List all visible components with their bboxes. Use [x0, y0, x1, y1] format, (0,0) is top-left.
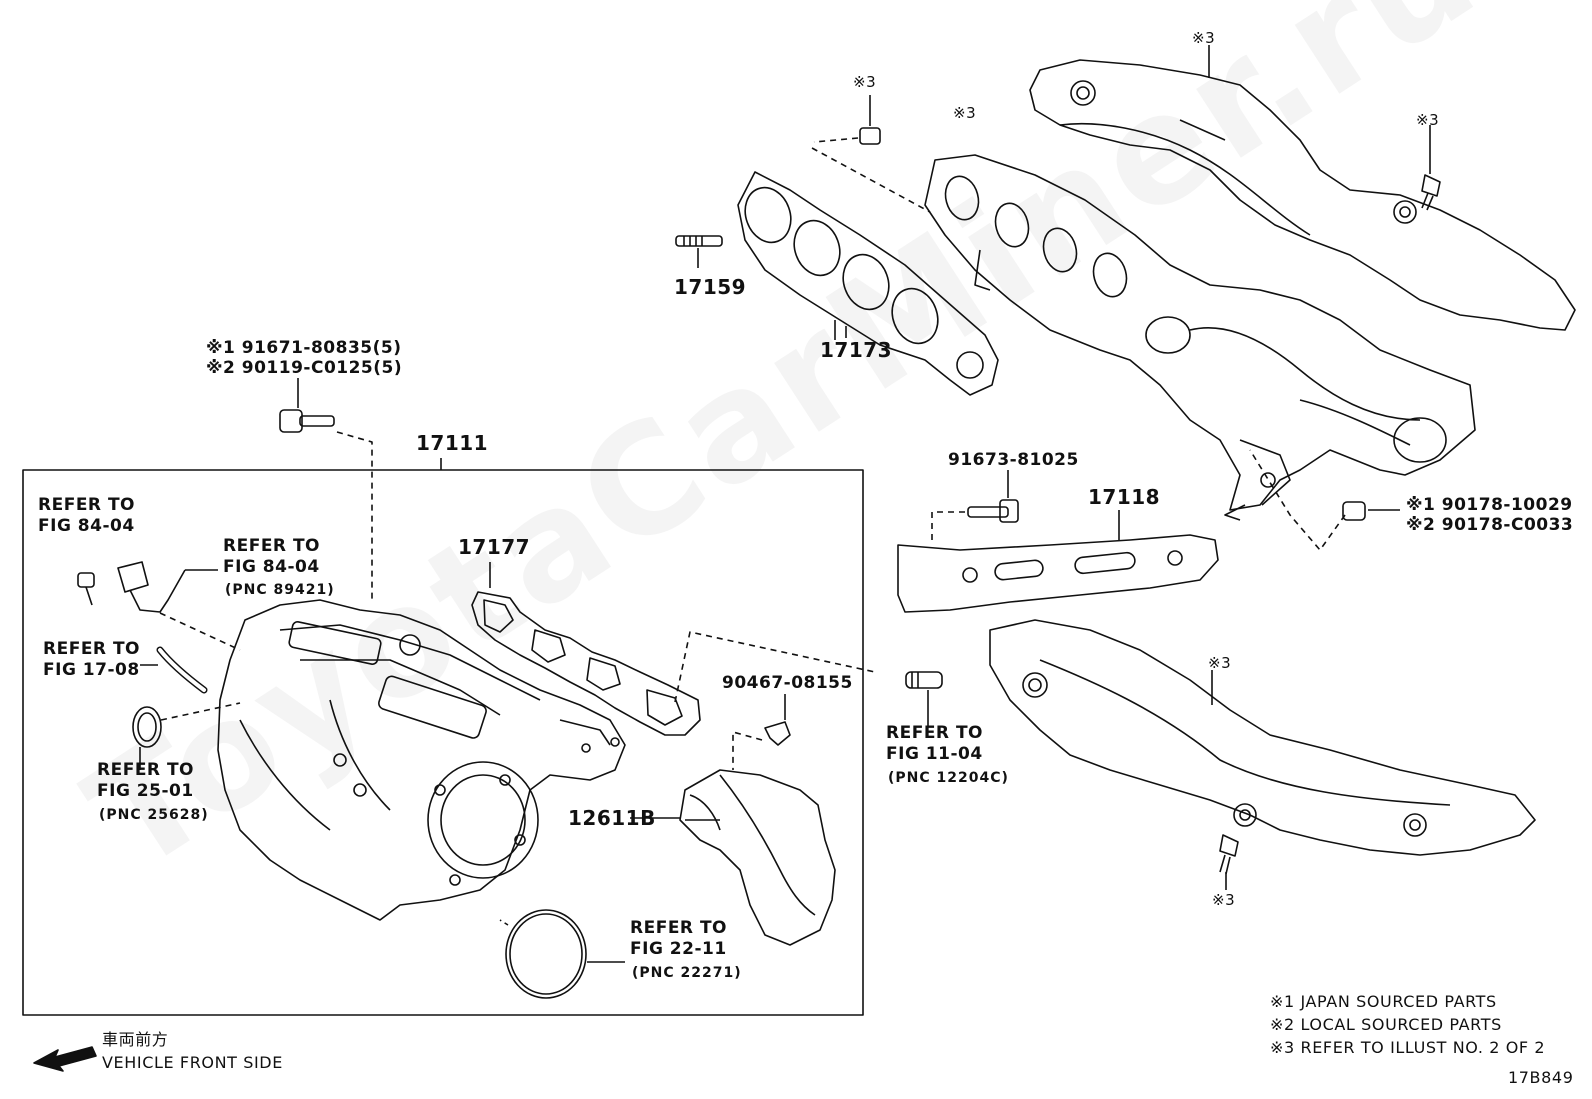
hose-left	[140, 646, 208, 694]
refer-84-04b-line2: FIG 84-04	[223, 557, 320, 577]
o-ring-bottom	[499, 909, 625, 999]
legend-note-japan: ※1 JAPAN SOURCED PARTS	[1270, 992, 1497, 1011]
mark-upper-shield: ※3	[1192, 29, 1216, 47]
intake-manifold	[217, 599, 626, 921]
clamp-left	[132, 702, 241, 770]
refer-84-04b-line1: REFER TO	[223, 536, 320, 556]
refer-84-04b-pnc: (PNC 89421)	[225, 582, 335, 598]
bolt-right	[1421, 125, 1441, 211]
part-number-91673: 91673-81025	[948, 450, 1079, 470]
assembly-frame	[22, 469, 864, 1016]
part-number-17173: 17173	[820, 338, 893, 362]
direction-label-jp: 車両前方	[102, 1030, 169, 1049]
legend-note-illust: ※3 REFER TO ILLUST NO. 2 OF 2	[1270, 1038, 1546, 1057]
refer-22-11-line1: REFER TO	[630, 918, 727, 938]
refer-25-01-pnc: (PNC 25628)	[99, 807, 209, 823]
nut-right	[1224, 449, 1400, 551]
mark-lower-shield: ※3	[1208, 654, 1232, 672]
refer-17-08-line2: FIG 17-08	[43, 660, 140, 680]
manifold-stay-17118	[897, 510, 1219, 613]
bolt-intake-manifold	[279, 378, 373, 600]
refer-11-04-line1: REFER TO	[886, 723, 983, 743]
refer-17-08-line1: REFER TO	[43, 639, 140, 659]
lower-heat-insulator	[989, 619, 1536, 856]
part-number-17111: 17111	[416, 431, 489, 455]
refer-11-04-line2: FIG 11-04	[886, 744, 983, 764]
part-number-90467: 90467-08155	[722, 673, 853, 693]
mark-bolt-right: ※3	[1416, 111, 1440, 129]
illustration-id: 17B849	[1508, 1068, 1574, 1087]
part-number-17159: 17159	[674, 275, 747, 299]
part-number-17118: 17118	[1088, 485, 1161, 509]
legend-note-local: ※2 LOCAL SOURCED PARTS	[1270, 1015, 1502, 1034]
mark-flange: ※3	[953, 104, 977, 122]
refer-84-04a-line1: REFER TO	[38, 495, 135, 515]
pcv-part	[905, 671, 943, 726]
nut-top	[811, 95, 931, 213]
manifold-gasket-17173	[737, 171, 999, 396]
leader-pcv	[674, 631, 876, 703]
refer-25-01-line2: FIG 25-01	[97, 781, 194, 801]
refer-84-04a-line2: FIG 84-04	[38, 516, 135, 536]
part-number-12611b: 12611B	[568, 806, 656, 830]
bolt-part-japan: ※1 91671-80835(5)	[206, 338, 402, 358]
bolt-91673	[931, 470, 1019, 545]
mark-bolt-bottom: ※3	[1212, 891, 1236, 909]
direction-label-en: VEHICLE FRONT SIDE	[102, 1053, 283, 1072]
clip-90467	[732, 694, 791, 770]
nut-part-local: ※2 90178-C0033	[1406, 515, 1574, 535]
part-number-17177: 17177	[458, 535, 531, 559]
refer-22-11-pnc: (PNC 22271)	[632, 965, 742, 981]
front-arrow-icon	[33, 1046, 97, 1072]
refer-22-11-line2: FIG 22-11	[630, 939, 727, 959]
bolt-bottom	[1219, 834, 1239, 890]
refer-25-01-line1: REFER TO	[97, 760, 194, 780]
stud-17159	[675, 235, 723, 268]
sensor-left	[77, 561, 241, 651]
mark-nut-top: ※3	[853, 73, 877, 91]
upper-heat-insulator	[1029, 45, 1576, 331]
insulator-12611b	[679, 769, 836, 946]
refer-11-04-pnc: (PNC 12204C)	[888, 770, 1009, 786]
exhaust-manifold	[924, 154, 1476, 511]
bolt-part-local: ※2 90119-C0125(5)	[206, 358, 403, 378]
nut-part-japan: ※1 90178-10029	[1406, 495, 1573, 515]
intake-gasket-17177	[471, 562, 701, 736]
